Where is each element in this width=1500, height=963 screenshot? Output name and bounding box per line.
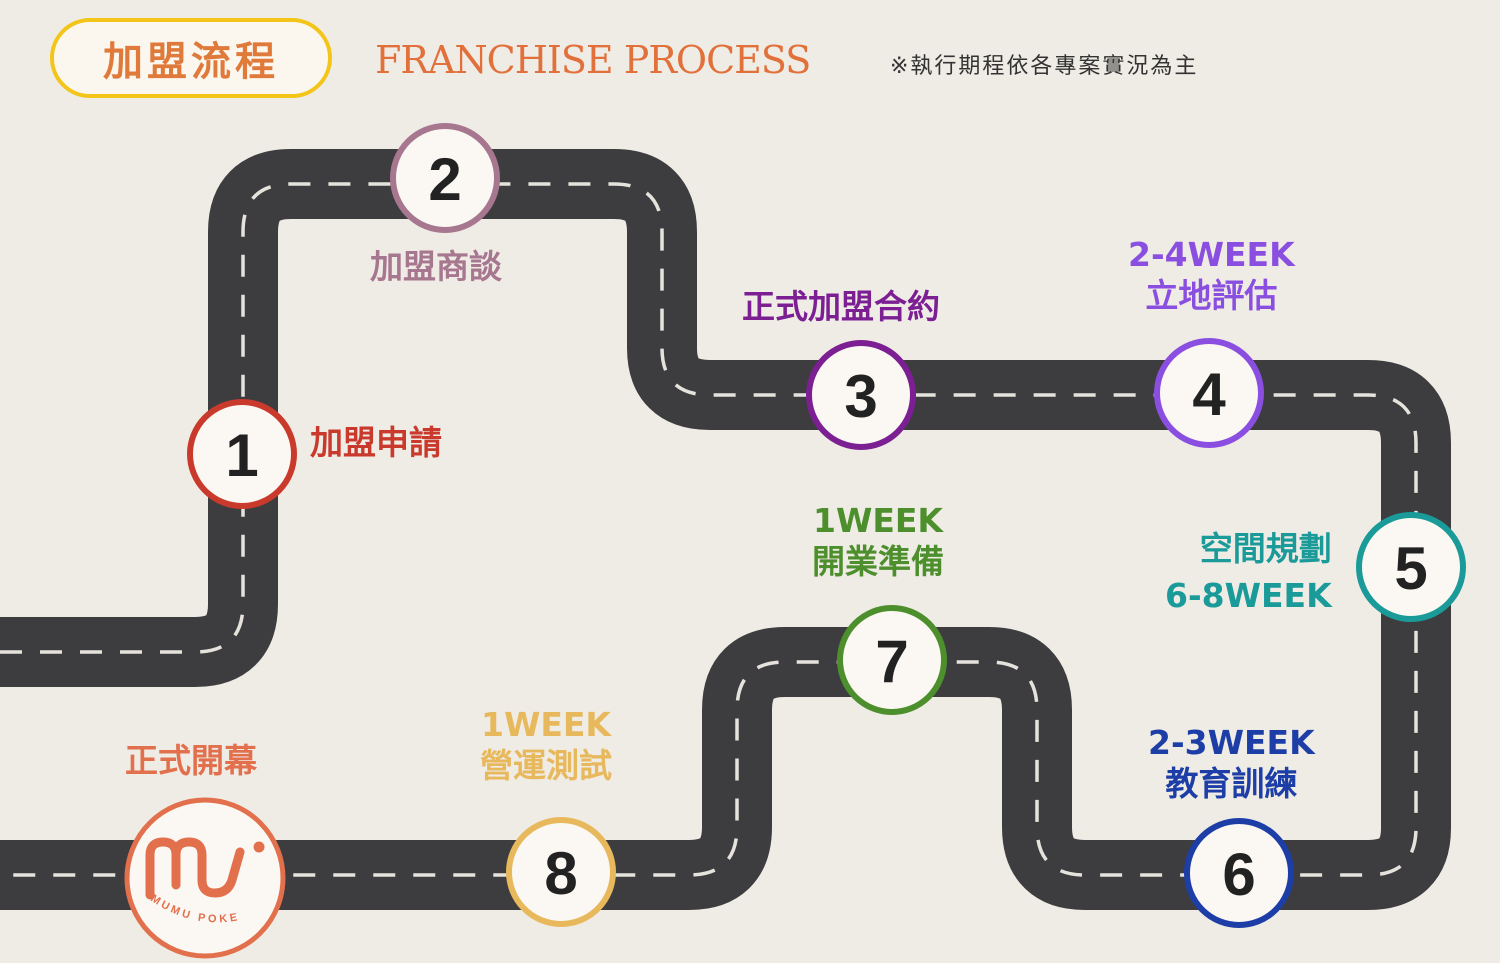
step-8-duration: 1WEEK [480,705,612,744]
step-marker-4: 4 [1154,338,1264,448]
title-badge: 加盟流程 [50,18,332,98]
step-8-text: 1WEEK 營運測試 [480,704,612,787]
road [0,149,1451,910]
mumu-poke-logo: MUMU POKE [124,797,286,959]
step-6-label: 教育訓練 [1165,764,1298,804]
step-number: 6 [1222,841,1255,908]
step-4-text: 2-4WEEK 立地評估 [1128,234,1295,317]
step-7-label: 開業準備 [812,542,944,582]
step-3-label: 正式加盟合約 [742,287,940,326]
step-marker-3: 3 [806,340,916,450]
step-7-duration: 1WEEK [812,501,944,540]
schedule-note: ※執行期程依各專案實況為主 [890,54,1199,79]
step-marker-7: 7 [837,605,947,715]
finish-label: 正式開幕 [125,741,257,780]
step-number: 1 [225,422,258,489]
step-number: 5 [1394,535,1427,602]
step-number: 3 [844,363,877,430]
step-1-label: 加盟申請 [310,423,442,462]
step-circle [390,123,500,233]
step-marker-6: 6 [1184,818,1294,928]
step-6-duration: 2-3WEEK [1148,723,1315,762]
road-center-dashes [0,182,1418,877]
step-circle [187,399,297,509]
step-number: 7 [875,628,908,695]
step-number: 4 [1192,361,1226,428]
step-marker-5: 5 [1356,512,1466,622]
page-title: 加盟流程 [103,39,279,85]
step-5-text: 空間規劃 6-8WEEK [1165,528,1332,617]
step-5-label: 空間規劃 [1199,529,1332,568]
step-7-text: 1WEEK 開業準備 [812,500,944,583]
logo-mark [145,837,245,900]
step-6-text: 2-3WEEK 教育訓練 [1148,722,1315,805]
step-circle [1356,512,1466,622]
step-number: 2 [428,146,461,213]
step-circle [1184,818,1294,928]
step-circle [1154,338,1264,448]
step-4-label: 立地評估 [1145,276,1278,316]
step-number: 8 [544,840,577,907]
step-marker-8: 8 [506,817,616,927]
step-2-label: 加盟商談 [370,247,502,286]
step-circle [506,817,616,927]
step-4-duration: 2-4WEEK [1128,235,1295,274]
step-circle [837,605,947,715]
logo-dot [253,841,265,853]
page-title-en: FRANCHISE PROCESS [375,38,811,82]
step-marker-1: 1 [187,399,297,509]
step-circle [806,340,916,450]
step-marker-2: 2 [390,123,500,233]
step-5-duration: 6-8WEEK [1165,576,1332,616]
step-8-label: 營運測試 [480,746,612,786]
